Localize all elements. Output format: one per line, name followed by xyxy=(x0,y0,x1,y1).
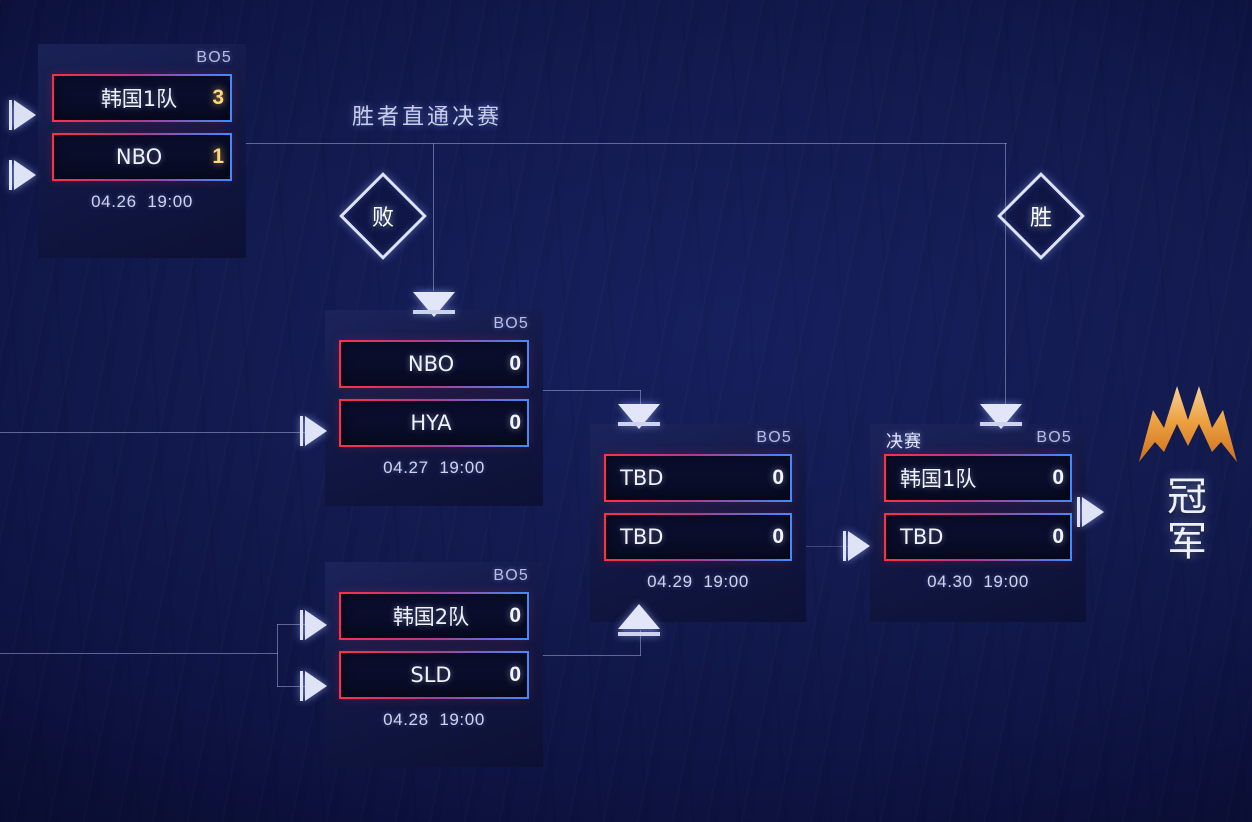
arrow-into-final-team2-icon xyxy=(843,531,870,561)
match-datetime: 04.28 19:00 xyxy=(325,710,543,740)
champion-block: 冠 军 xyxy=(1118,380,1252,565)
badge-winner-label: 胜 xyxy=(1029,206,1052,231)
team-score: 0 xyxy=(509,663,521,686)
connector-line-semi-to-final xyxy=(806,546,848,547)
match-format-label: BO5 xyxy=(196,49,232,66)
connector-line-top-horizontal xyxy=(245,143,1007,144)
team-score: 3 xyxy=(212,86,224,109)
headline-winner-to-final: 胜者直通决赛 xyxy=(352,105,503,130)
match-card-r3-semi[interactable]: BO5 TBD 0 TBD 0 04.29 19:00 xyxy=(590,424,806,622)
match-datetime: 04.30 19:00 xyxy=(870,572,1086,602)
connector-line-left-lower-riser2 xyxy=(277,653,278,687)
arrow-into-r2-upper-icon xyxy=(413,292,455,317)
badge-loser-label: 败 xyxy=(371,206,394,231)
arrow-into-r2-upper-team2-icon xyxy=(300,416,327,446)
match-format-label: BO5 xyxy=(756,429,792,446)
arrow-into-final-top-icon xyxy=(980,404,1022,429)
match-format-label: BO5 xyxy=(1036,429,1072,446)
team-score: 0 xyxy=(772,525,784,548)
team-name: TBD xyxy=(620,525,664,549)
team-row[interactable]: TBD 0 xyxy=(604,513,792,561)
match-time: 19:00 xyxy=(439,458,485,477)
team-row[interactable]: TBD 0 xyxy=(884,513,1072,561)
team-row[interactable]: HYA 0 xyxy=(339,399,529,447)
connector-line-to-final xyxy=(1005,143,1006,415)
champion-label-line1: 冠 xyxy=(1167,474,1209,520)
match-date: 04.28 xyxy=(383,710,429,729)
team-row[interactable]: TBD 0 xyxy=(604,454,792,502)
champion-label: 冠 军 xyxy=(1118,475,1252,565)
champion-label-line2: 军 xyxy=(1167,518,1209,565)
match-time: 19:00 xyxy=(439,710,485,729)
team-row[interactable]: 韩国1队 0 xyxy=(884,454,1072,502)
team-score: 0 xyxy=(1052,466,1064,489)
match-datetime: 04.26 19:00 xyxy=(38,192,246,222)
match-header: 决赛 BO5 xyxy=(870,424,1086,454)
match-stage-label: 决赛 xyxy=(886,432,922,452)
team-score: 0 xyxy=(772,466,784,489)
match-date: 04.27 xyxy=(383,458,429,477)
team-row[interactable]: NBO 1 xyxy=(52,133,232,181)
badge-loser-diamond: 败 xyxy=(339,172,427,260)
team-score: 0 xyxy=(509,352,521,375)
connector-line-to-loser-bracket xyxy=(433,143,434,291)
arrow-into-r3-semi-top-icon xyxy=(618,404,660,429)
arrow-into-r2-lower-team2-icon xyxy=(300,671,327,701)
team-score: 0 xyxy=(1052,525,1064,548)
match-format-label: BO5 xyxy=(493,315,529,332)
connector-line-left-lower xyxy=(0,653,278,654)
team-name: TBD xyxy=(620,466,664,490)
match-date: 04.29 xyxy=(647,572,693,591)
team-row[interactable]: 韩国1队 3 xyxy=(52,74,232,122)
team-name: HYA xyxy=(410,411,452,435)
team-name: NBO xyxy=(115,145,163,169)
team-name: TBD xyxy=(900,525,944,549)
match-card-r2-lower[interactable]: BO5 韩国2队 0 SLD 0 04.28 19:00 xyxy=(325,562,543,767)
team-row[interactable]: 韩国2队 0 xyxy=(339,592,529,640)
team-name: 韩国1队 xyxy=(900,467,977,491)
team-score: 0 xyxy=(509,411,521,434)
match-date: 04.26 xyxy=(91,192,137,211)
match-header: BO5 xyxy=(38,44,246,74)
connector-line-left-upper xyxy=(0,432,305,433)
team-score: 1 xyxy=(212,145,224,168)
connector-line-left-lower-riser xyxy=(277,624,278,654)
arrow-into-r2-lower-team1-icon xyxy=(300,610,327,640)
match-card-r1-upper[interactable]: BO5 韩国1队 3 NBO 1 04.26 19:00 xyxy=(38,44,246,258)
team-row[interactable]: SLD 0 xyxy=(339,651,529,699)
crown-icon xyxy=(1139,386,1237,462)
team-score: 0 xyxy=(509,604,521,627)
team-row[interactable]: NBO 0 xyxy=(339,340,529,388)
match-datetime: 04.27 19:00 xyxy=(325,458,543,488)
arrow-into-r1-upper-team2-icon xyxy=(9,160,36,190)
match-time: 19:00 xyxy=(983,572,1029,591)
connector-line-upper-to-semi xyxy=(541,390,641,391)
match-date: 04.30 xyxy=(927,572,973,591)
team-name: 韩国1队 xyxy=(100,87,178,111)
match-datetime: 04.29 19:00 xyxy=(590,572,806,602)
match-time: 19:00 xyxy=(147,192,193,211)
arrow-final-to-champion-icon xyxy=(1077,497,1104,527)
match-card-r4-final[interactable]: 决赛 BO5 韩国1队 0 TBD 0 04.30 19:00 xyxy=(870,424,1086,622)
team-name: SLD xyxy=(410,663,452,687)
connector-line-lower-to-semi xyxy=(541,655,641,656)
arrow-into-r1-upper-team1-icon xyxy=(9,100,36,130)
team-name: 韩国2队 xyxy=(392,605,470,629)
badge-winner-diamond: 胜 xyxy=(997,172,1085,260)
match-header: BO5 xyxy=(325,562,543,592)
team-name: NBO xyxy=(407,352,455,376)
match-card-r2-upper[interactable]: BO5 NBO 0 HYA 0 04.27 19:00 xyxy=(325,310,543,506)
match-time: 19:00 xyxy=(703,572,749,591)
arrow-into-r3-semi-bottom-icon xyxy=(618,604,660,636)
match-format-label: BO5 xyxy=(493,567,529,584)
